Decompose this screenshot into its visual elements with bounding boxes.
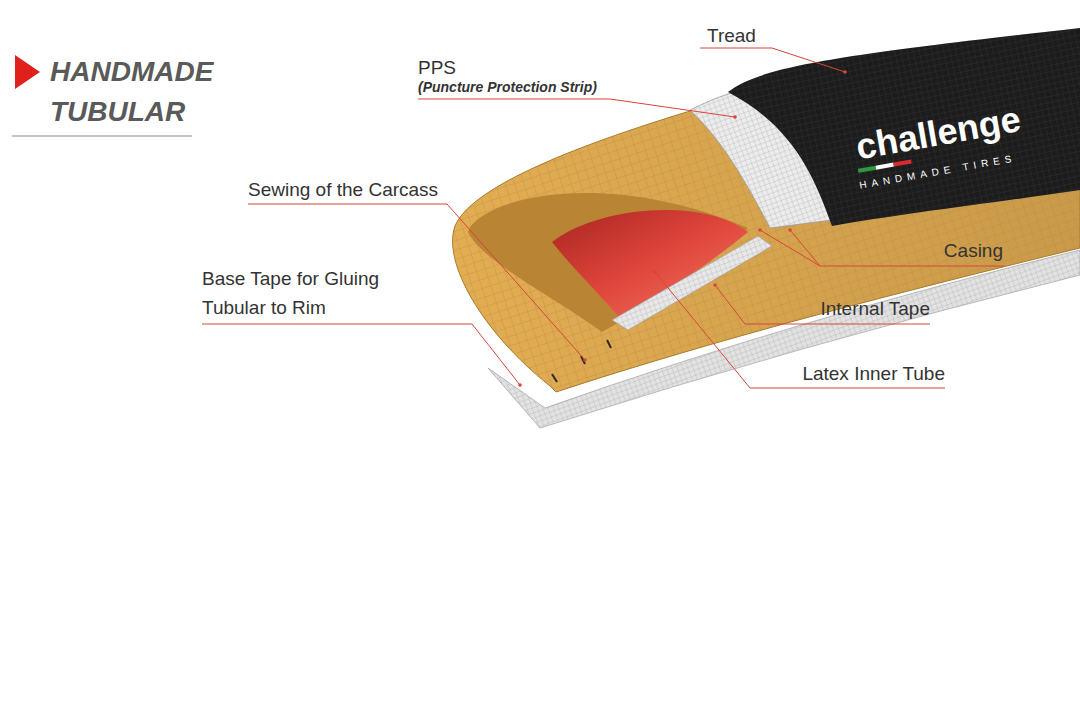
part-label: Internal Tape bbox=[820, 295, 930, 323]
title-rule bbox=[12, 135, 192, 136]
leader-dots bbox=[518, 70, 847, 387]
part-label: Base Tape for Gluing Tubular to Rim bbox=[202, 264, 402, 322]
casing-inner-face bbox=[468, 193, 748, 332]
carcass-stitches bbox=[552, 340, 611, 382]
tread bbox=[728, 28, 1080, 226]
part-label: Casing bbox=[944, 237, 1003, 265]
leader-lines bbox=[202, 48, 1004, 388]
tread-pattern bbox=[728, 28, 1080, 226]
part-label: Latex Inner Tube bbox=[802, 360, 945, 388]
internal-tape-mesh bbox=[612, 236, 772, 330]
title-marker bbox=[15, 55, 40, 89]
part-label: PPS bbox=[418, 54, 456, 82]
part-note: (Puncture Protection Strip) bbox=[418, 77, 597, 97]
internal-tape bbox=[612, 236, 772, 330]
part-label: Tread bbox=[707, 22, 756, 50]
title: HANDMADE TUBULAR bbox=[50, 52, 210, 132]
part-label: Sewing of the Carcass bbox=[248, 176, 438, 204]
